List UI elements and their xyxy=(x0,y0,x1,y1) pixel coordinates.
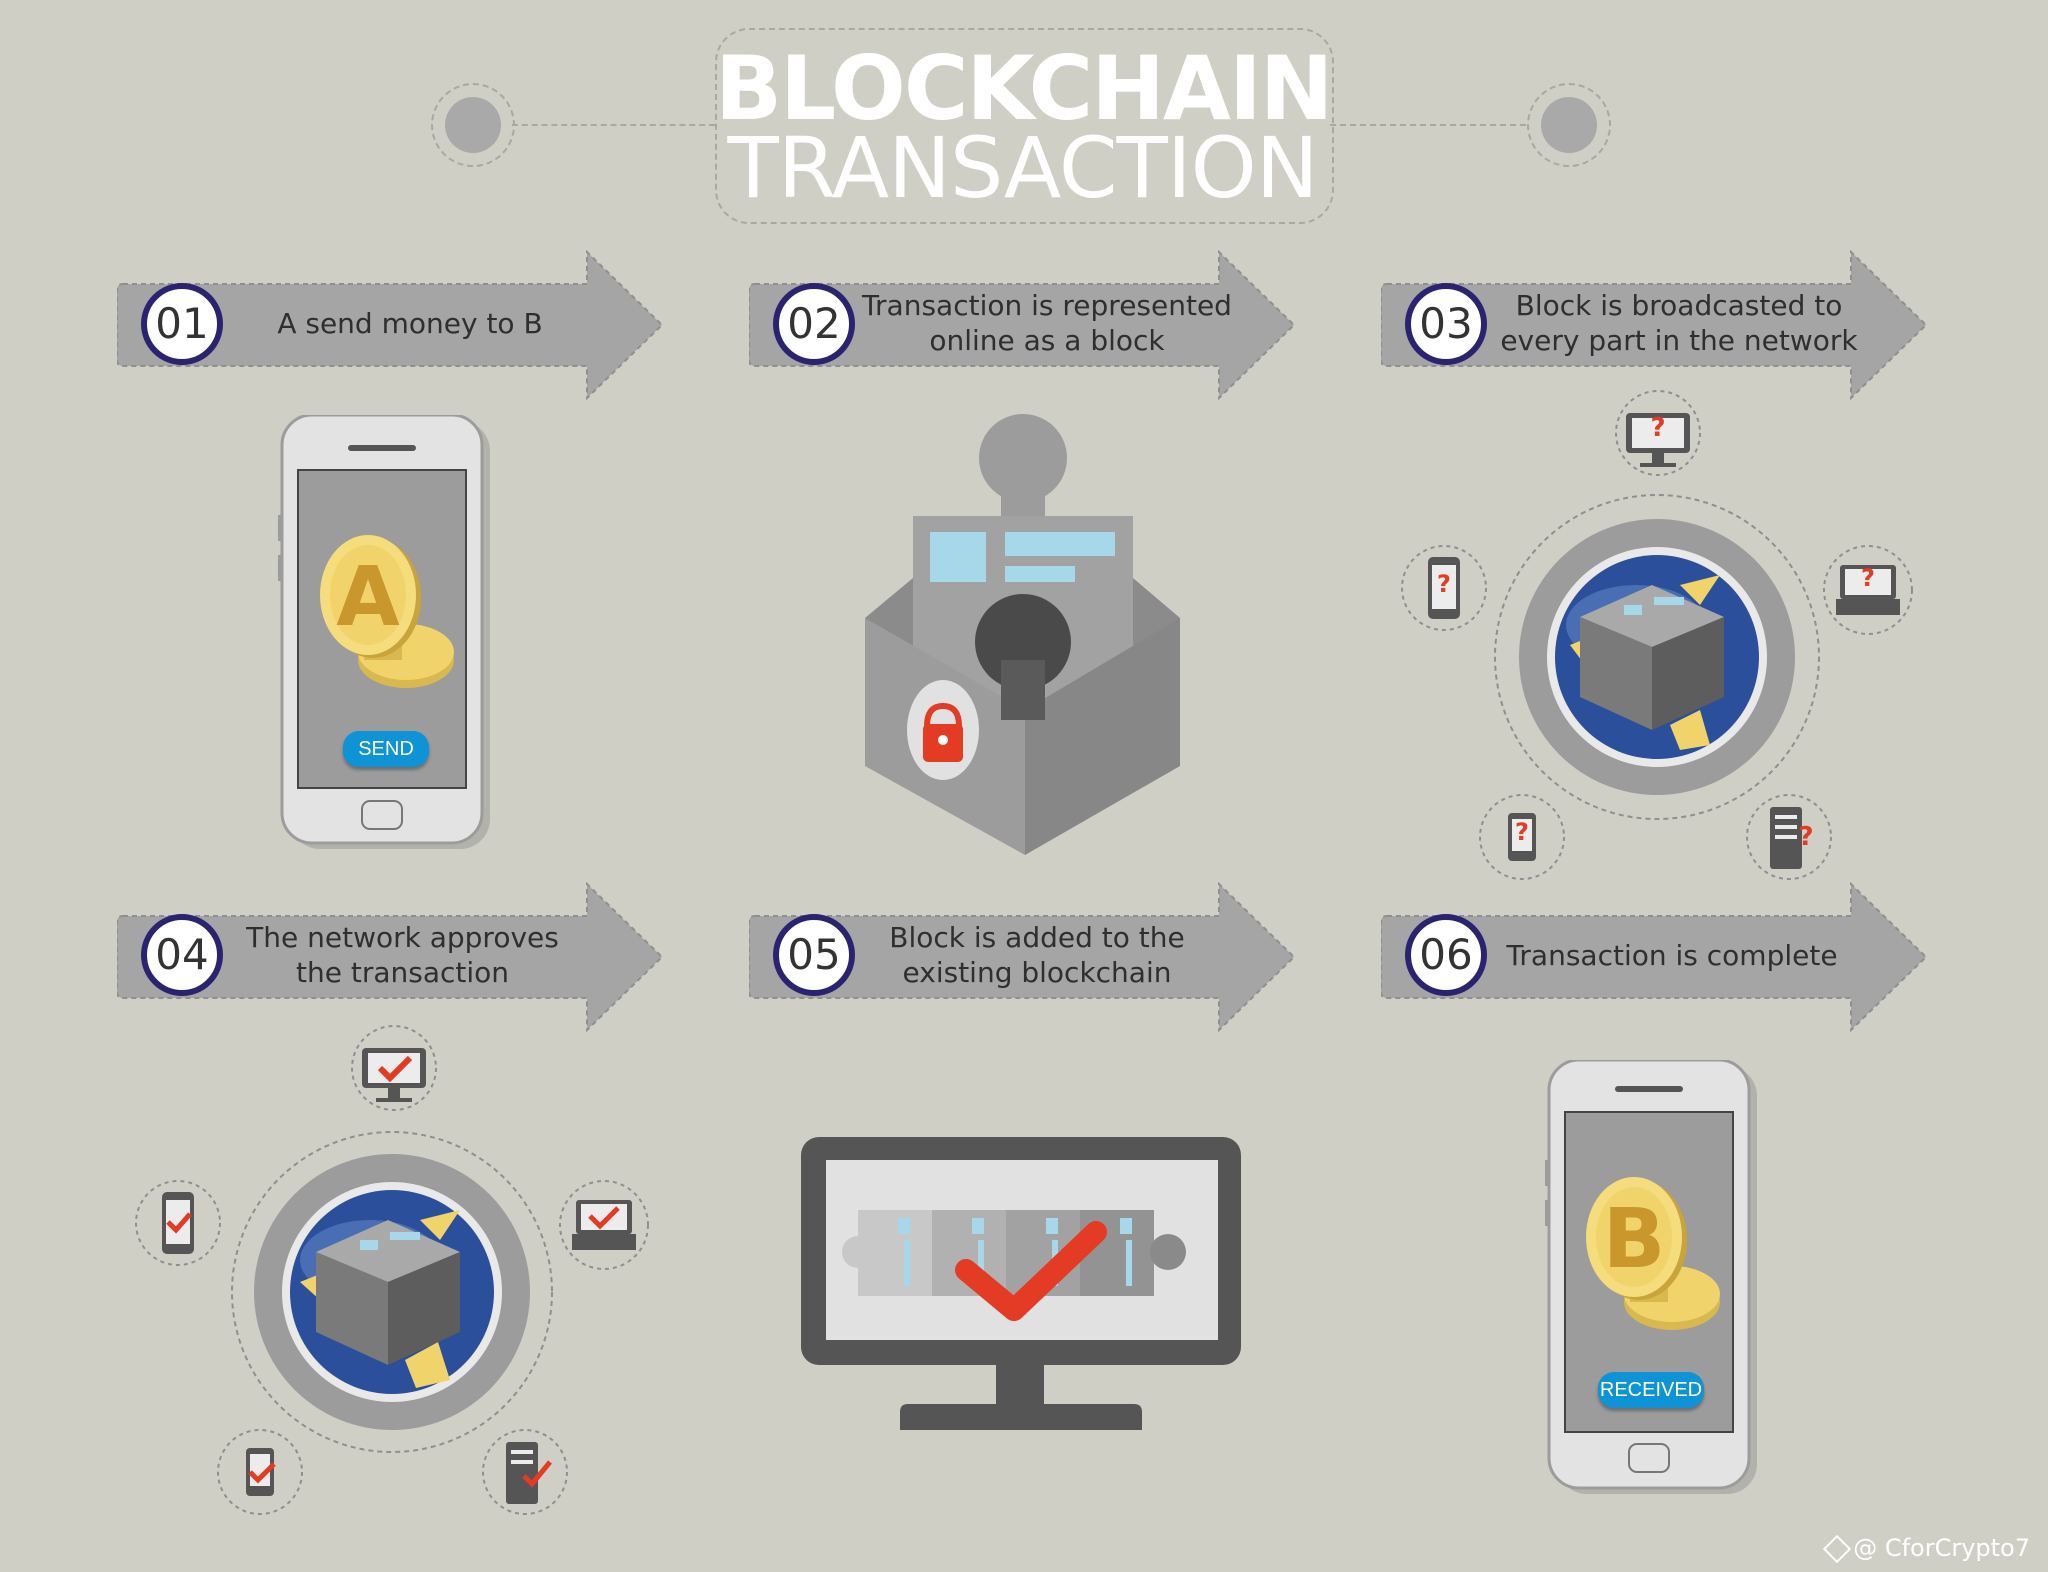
title-line-1: BLOCKCHAIN xyxy=(715,37,1333,140)
blockchain-monitor-illustration xyxy=(801,1137,1241,1430)
step-01-number: 01 xyxy=(141,283,223,365)
step-01-text-line-1: A send money to B xyxy=(277,307,543,340)
title-connector-right xyxy=(1330,124,1526,126)
node-server-check xyxy=(482,1429,568,1515)
network-approval-illustration xyxy=(135,1025,649,1515)
step-06-arrow xyxy=(1381,882,1928,1032)
step-02-text-line-1: Transaction is represented xyxy=(862,289,1232,322)
step-04-text-line-1: The network approves xyxy=(246,921,559,954)
coin-a-letter: A xyxy=(336,550,400,645)
step-03-text: Block is broadcasted to every part in th… xyxy=(1494,288,1864,358)
step-05-text-line-2: existing blockchain xyxy=(902,956,1172,989)
step-03-text-line-2: every part in the network xyxy=(1500,324,1858,357)
step-01-text: A send money to B xyxy=(230,306,590,341)
node-server-question xyxy=(1746,794,1832,880)
step-06-text: Transaction is complete xyxy=(1494,938,1850,973)
received-button[interactable]: RECEIVED xyxy=(1598,1372,1704,1408)
step-03-text-line-1: Block is broadcasted to xyxy=(1515,289,1843,322)
title-dot-right xyxy=(1527,83,1611,167)
block-box-illustration xyxy=(865,414,1180,855)
node-phone-check-bottom xyxy=(217,1429,303,1515)
step-02-text: Transaction is represented online as a b… xyxy=(862,288,1232,358)
coin-b-icon xyxy=(1586,1177,1720,1330)
check-icon xyxy=(955,1221,1107,1321)
step-04-text-line-2: the transaction xyxy=(295,956,510,989)
node-laptop-question xyxy=(1823,545,1913,635)
title-frame xyxy=(715,28,1334,224)
node-monitor-question xyxy=(1615,390,1701,476)
step-05-text: Block is added to the existing blockchai… xyxy=(862,920,1212,990)
step-04-text: The network approves the transaction xyxy=(230,920,575,990)
step-02-number: 02 xyxy=(773,283,855,365)
network-broadcast-illustration xyxy=(1401,390,1913,880)
node-phone-check-left xyxy=(135,1180,221,1266)
step-02-arrow xyxy=(749,250,1296,400)
send-button[interactable]: SEND xyxy=(343,731,429,767)
title-dot-left xyxy=(431,83,515,167)
node-monitor-check xyxy=(351,1025,437,1111)
node-phone-question-bottom xyxy=(1479,794,1565,880)
step-02-text-line-2: online as a block xyxy=(929,324,1165,357)
watermark: @ CforCrypto7 xyxy=(1823,1534,2030,1564)
title-line-2: TRANSACTION xyxy=(727,119,1318,217)
step-04-number: 04 xyxy=(141,914,223,996)
title-connector-left xyxy=(512,124,715,126)
step-05-text-line-1: Block is added to the xyxy=(889,921,1185,954)
step-03-number: 03 xyxy=(1405,283,1487,365)
step-01-arrow xyxy=(117,250,664,400)
query-mark-monitor: ? xyxy=(1650,413,1666,443)
query-mark-phone-bottom: ? xyxy=(1515,818,1529,846)
step-06-text-line-1: Transaction is complete xyxy=(1506,939,1838,972)
node-laptop-check xyxy=(559,1180,649,1270)
query-mark-server: ? xyxy=(1798,822,1814,852)
blockchain-blocks xyxy=(842,1210,1186,1296)
coin-b-letter: B xyxy=(1602,1192,1666,1287)
query-mark-laptop: ? xyxy=(1861,564,1875,592)
query-mark-phone-left: ? xyxy=(1437,570,1451,598)
step-03-arrow xyxy=(1381,250,1928,400)
step-04-arrow xyxy=(117,882,664,1032)
coin-a-icon xyxy=(320,535,454,688)
step-05-number: 05 xyxy=(773,914,855,996)
step-06-number: 06 xyxy=(1405,914,1487,996)
watermark-text: @ CforCrypto7 xyxy=(1853,1534,2030,1562)
node-phone-question-left xyxy=(1401,545,1487,631)
step-05-arrow xyxy=(749,882,1296,1032)
diamond-logo-icon xyxy=(1823,1534,1852,1564)
